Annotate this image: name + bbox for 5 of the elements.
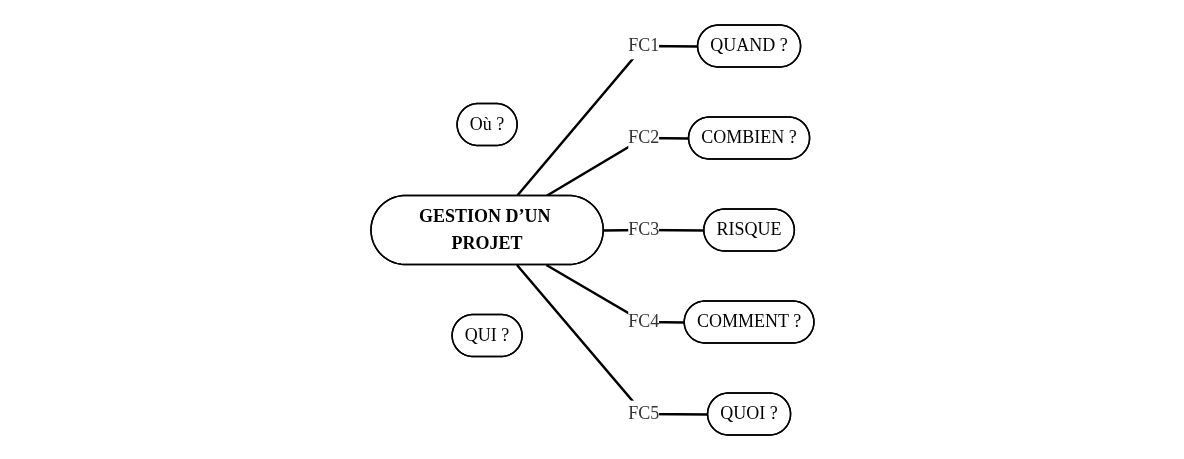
edge-label: FC5 [627,402,659,423]
edge-label: FC3 [627,218,659,239]
edge-label: FC4 [627,310,659,331]
edge-label: FC1 [627,35,659,55]
edge-label: FC2 [627,127,659,147]
